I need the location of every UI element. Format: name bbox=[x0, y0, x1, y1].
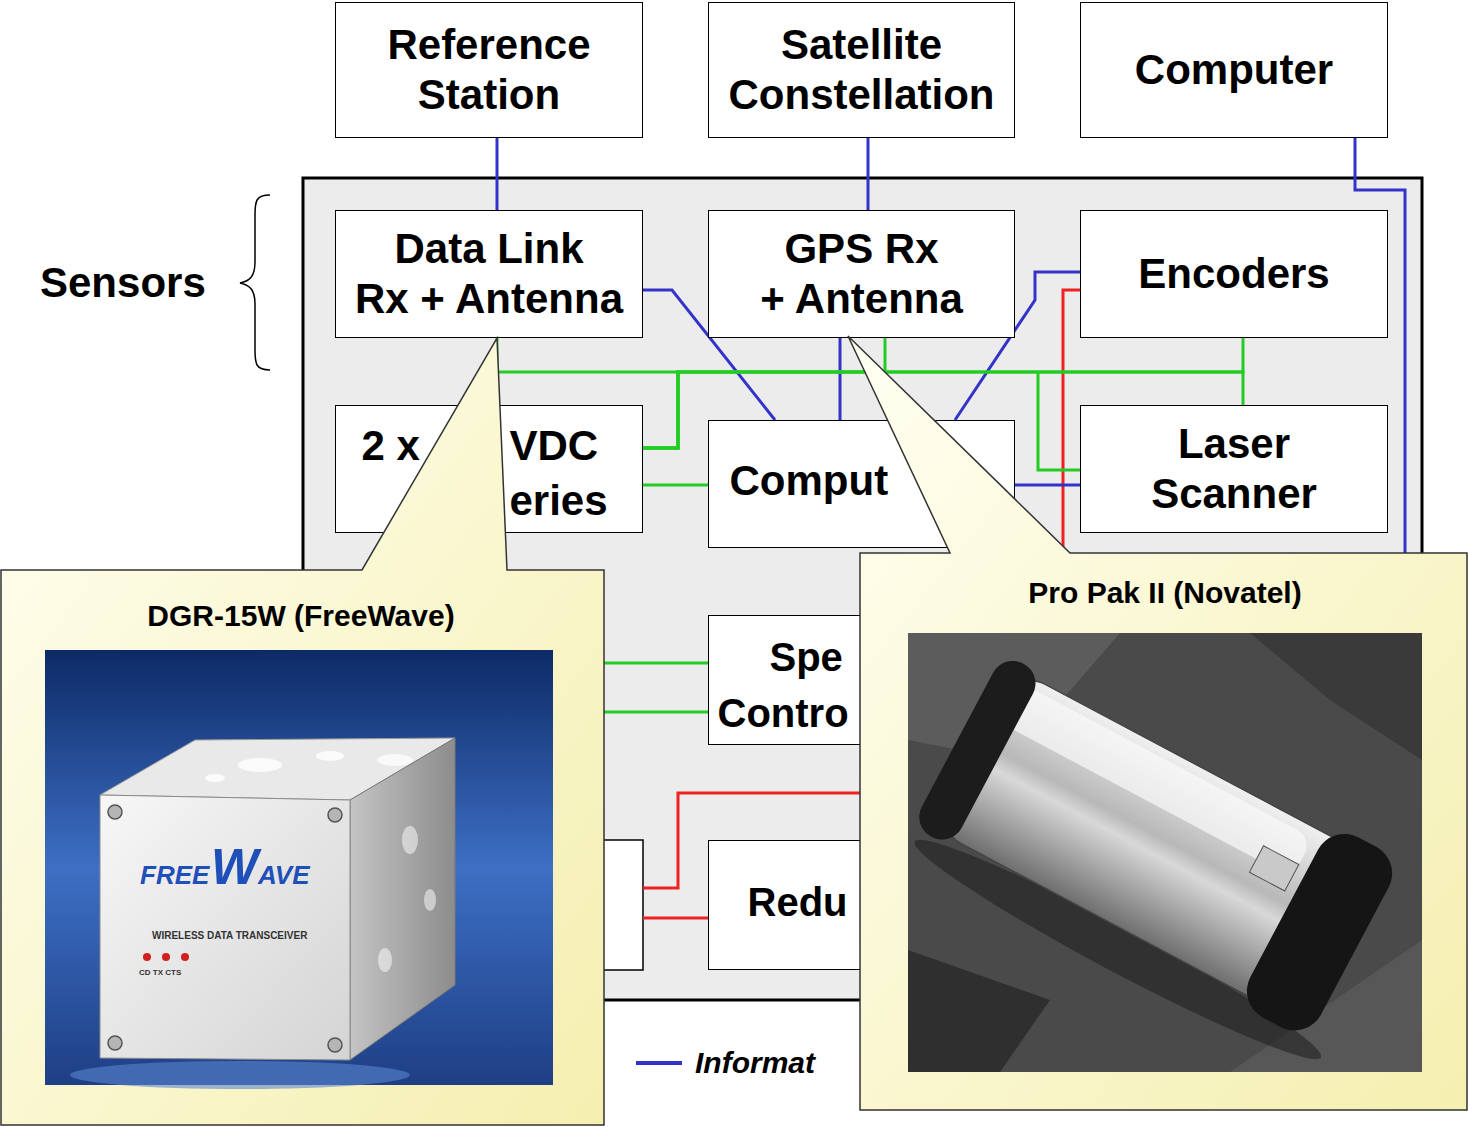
text-line: Data Link bbox=[355, 224, 623, 274]
connector bbox=[643, 484, 708, 487]
box-label: Data Link Rx + Antenna bbox=[355, 224, 623, 325]
callout-shape bbox=[848, 336, 1467, 1110]
box-label: Comput bbox=[730, 457, 889, 505]
brand-text: FREE bbox=[140, 861, 209, 891]
callout-box: DGR-15W (FreeWave) bbox=[1, 570, 604, 1125]
process-box: Reference Station bbox=[335, 2, 643, 138]
process-box: GPS Rx + Antenna bbox=[708, 210, 1015, 338]
mechanical-wire bbox=[643, 917, 708, 920]
power-wire bbox=[1038, 372, 1080, 470]
process-box: Laser Scanner bbox=[1080, 405, 1388, 533]
hidden-box bbox=[335, 840, 643, 970]
device-text: CD TX CTS bbox=[139, 968, 181, 977]
text-line: Constellation bbox=[728, 70, 994, 120]
box-label: Computer bbox=[1135, 45, 1333, 95]
brand-text: W bbox=[211, 839, 258, 897]
connector bbox=[496, 138, 499, 210]
text-line: GPS Rx bbox=[760, 224, 963, 274]
connector bbox=[1015, 484, 1080, 487]
callout-shape bbox=[1, 338, 604, 1125]
process-box: Encoders bbox=[1080, 210, 1388, 338]
legend-sample bbox=[636, 1061, 682, 1065]
box-label: eries bbox=[510, 477, 608, 525]
text-line: Laser bbox=[1151, 419, 1317, 469]
connector bbox=[839, 338, 842, 420]
text-line: Scanner bbox=[1151, 469, 1317, 519]
box-label: VDC bbox=[510, 422, 599, 470]
box-label: Reference Station bbox=[387, 20, 590, 121]
box-label: 2 x bbox=[362, 422, 420, 470]
box-label: Laser Scanner bbox=[1151, 419, 1317, 520]
text-line: Rx + Antenna bbox=[355, 274, 623, 324]
legend-text: Informat bbox=[695, 1046, 815, 1081]
process-box: 2 x VDC eries bbox=[335, 405, 643, 533]
mechanical-wire bbox=[1063, 290, 1080, 560]
process-box: Data Link Rx + Antenna bbox=[335, 210, 643, 338]
connector bbox=[867, 138, 870, 210]
system-panel bbox=[303, 178, 1422, 1000]
box-label: Spe bbox=[770, 634, 843, 680]
process-box: Redu bbox=[708, 840, 1015, 970]
brand-text: AVE bbox=[258, 861, 310, 891]
power-wire bbox=[560, 662, 708, 665]
text-line: + Antenna bbox=[760, 274, 963, 324]
power-wire bbox=[560, 711, 708, 714]
text-line: Station bbox=[387, 70, 590, 120]
box-label: Contro bbox=[718, 690, 849, 736]
text-line: Reference bbox=[387, 20, 590, 70]
callout-box: Pro Pak II (Novatel) bbox=[860, 553, 1467, 1110]
process-box: SpeContro bbox=[708, 615, 1015, 745]
process-box: Computer bbox=[1080, 2, 1388, 138]
group-label: Sensors bbox=[40, 259, 206, 307]
process-box: Satellite Constellation bbox=[708, 2, 1015, 138]
process-box: Comput bbox=[708, 420, 1015, 548]
text-line: Satellite bbox=[728, 20, 994, 70]
box-label: Satellite Constellation bbox=[728, 20, 994, 121]
box-label: Redu bbox=[748, 879, 848, 925]
gps-receiver-photo bbox=[896, 633, 1422, 1077]
box-label: Encoders bbox=[1138, 249, 1329, 299]
box-label: GPS Rx + Antenna bbox=[760, 224, 963, 325]
transceiver-photo bbox=[45, 650, 553, 1089]
callout-title: DGR-15W (FreeWave) bbox=[147, 599, 454, 634]
device-text: WIRELESS DATA TRANSCEIVER bbox=[152, 930, 307, 942]
sensors-brace bbox=[240, 195, 270, 370]
callout-title: Pro Pak II (Novatel) bbox=[1028, 576, 1301, 611]
